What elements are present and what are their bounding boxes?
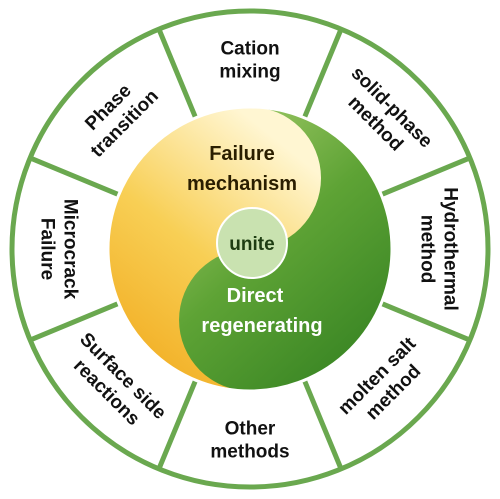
unite-hub (216, 207, 288, 279)
segment-dividers (29, 28, 471, 470)
segment-divider (29, 155, 120, 197)
segment-label-line: Hydrothermal (440, 187, 461, 311)
segment-label-hydrothermal: Hydrothermalmethod (417, 187, 461, 311)
segment-label-line: Cation (220, 39, 279, 60)
center-disc-border (106, 105, 394, 393)
segment-label-line: methods (210, 442, 289, 463)
segment-divider (302, 379, 344, 470)
segment-label-line: method (417, 215, 438, 284)
segment-divider (156, 28, 198, 119)
segment-label-microcrack: MicrocrackFailure (37, 199, 81, 300)
segment-label-line: Microcrack (60, 199, 81, 300)
segment-label-line: Failure (37, 218, 58, 280)
segment-divider (302, 28, 344, 119)
direct-regenerating-line-1: Direct (227, 285, 284, 307)
segment-label-line: mixing (219, 62, 280, 83)
failure-mechanism-line-1: Failure (209, 143, 275, 165)
failure-mechanism-half (108, 107, 322, 391)
segment-label-line: Other (225, 419, 276, 440)
unite-label: unite (229, 234, 274, 255)
segment-divider (29, 301, 120, 343)
failure-mechanism-line-2: mechanism (187, 173, 297, 195)
direct-regenerating-line-2: regenerating (201, 315, 322, 337)
segment-divider (156, 379, 198, 470)
segment-divider (380, 301, 471, 343)
segment-divider (380, 155, 471, 197)
